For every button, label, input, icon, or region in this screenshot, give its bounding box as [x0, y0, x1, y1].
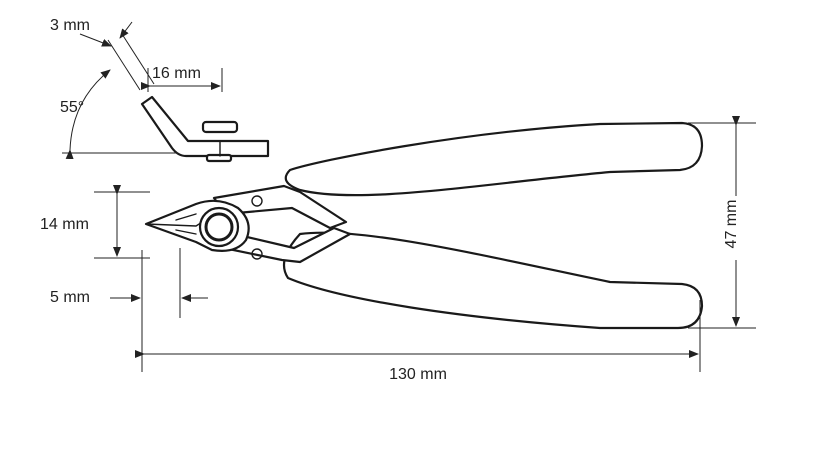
tip-length-label: 5 mm: [50, 289, 90, 306]
side-view: 3 mm 55° 16 mm: [50, 17, 270, 163]
lower-handle: [282, 231, 704, 330]
tip-thickness-label: 3 mm: [50, 17, 90, 34]
tip-angle-label: 55°: [60, 99, 84, 116]
pivot-bolt-inner: [204, 212, 234, 242]
main-dimensions: 14 mm 5 mm 47 mm 130 mm: [40, 116, 756, 383]
upper-rivet: [251, 195, 263, 207]
cutter-top-view: [144, 121, 704, 330]
thickness-arrow-left: [79, 33, 112, 47]
overall-length-label: 130 mm: [389, 366, 447, 383]
side-view-rivet-base: [205, 153, 233, 163]
lower-rivet: [251, 248, 263, 260]
upper-handle: [284, 121, 704, 197]
angle-arc: [65, 69, 111, 160]
thickness-arrow-right: [119, 21, 133, 39]
side-view-jaw: [140, 95, 270, 158]
handle-span-label: 47 mm: [723, 200, 740, 249]
head-height-label: 14 mm: [40, 216, 89, 233]
side-view-rivet: [201, 120, 239, 134]
jaw-width-label: 16 mm: [152, 65, 201, 82]
